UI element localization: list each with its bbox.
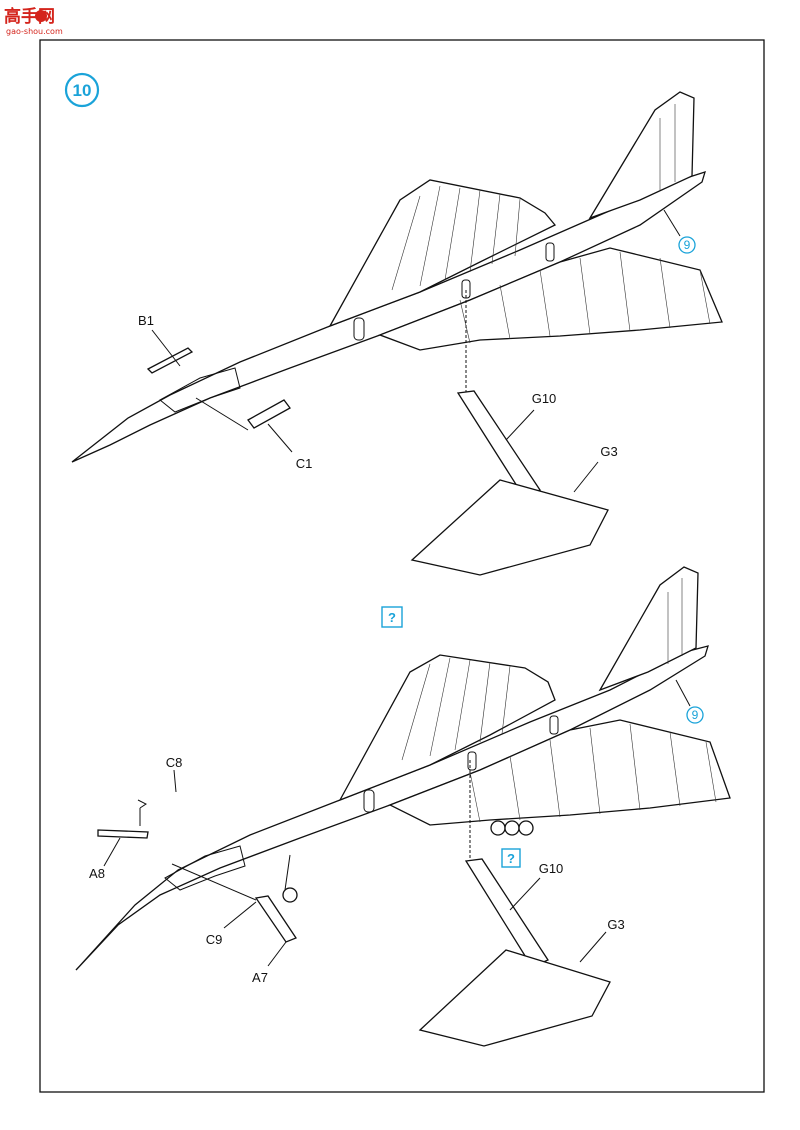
question-mark-text: ?	[388, 610, 396, 625]
bottom-aircraft	[75, 566, 731, 971]
bottom-label-c9: C9	[206, 932, 223, 947]
top-part-c1	[247, 399, 291, 429]
bottom-door-3	[549, 715, 559, 735]
question-mark-box: ?	[381, 606, 403, 628]
top-ref-number: 9	[684, 238, 691, 252]
top-ref-circle	[678, 236, 696, 254]
top-leader-b1	[151, 329, 181, 367]
bottom-wing-ribs	[401, 578, 717, 823]
bottom-ref-number: 9	[692, 708, 699, 722]
top-leader-c1	[267, 423, 293, 453]
top-leader-g10	[505, 409, 535, 441]
bottom-label-c8: C8	[166, 755, 183, 770]
bottom-leader-a7	[267, 941, 287, 967]
bottom-ref-leader	[675, 679, 691, 707]
bottom-leader-c9	[223, 901, 257, 929]
top-label-g3: G3	[600, 444, 617, 459]
top-ref-leader	[663, 209, 681, 237]
top-wing-upper	[328, 179, 557, 328]
bottom-wing-upper	[338, 654, 556, 802]
bottom-label-a8: A8	[89, 866, 105, 881]
step-badge: 10	[64, 72, 100, 108]
step-number: 10	[73, 81, 92, 100]
bottom-ref-circle	[686, 706, 704, 724]
watermark-url: gao-shou.com	[6, 27, 63, 36]
top-cockpit	[159, 367, 241, 413]
bottom-door	[363, 789, 375, 813]
bottom-label-g3: G3	[607, 917, 624, 932]
watermark-logo: 高手网 gao-shou.com	[4, 6, 63, 36]
bottom-door-2	[467, 751, 477, 771]
top-leader-g3	[573, 461, 599, 493]
bottom-part-a7	[254, 895, 297, 943]
top-stand-arm	[456, 390, 541, 498]
watermark-title: 高手网	[4, 6, 55, 27]
bottom-landing-gear	[282, 820, 534, 903]
bottom-cockpit	[164, 845, 246, 891]
top-label-b1: B1	[138, 313, 154, 328]
step-circle	[64, 72, 100, 108]
bottom-leader-a8	[103, 837, 121, 867]
bottom-leader-g10	[509, 877, 541, 911]
bottom-leader-a7-link	[171, 863, 257, 901]
question-mark-small-text: ?	[507, 851, 515, 866]
bottom-stand-arm	[464, 858, 549, 968]
bottom-part-a8	[97, 829, 149, 839]
top-door-3	[545, 242, 555, 262]
top-stand-base	[410, 479, 609, 576]
watermark-dot-icon	[35, 10, 47, 22]
bottom-leader-g3	[579, 931, 607, 963]
bottom-leader-c8	[173, 769, 177, 793]
bottom-label-g10: G10	[539, 861, 564, 876]
page-border	[39, 39, 765, 1093]
top-label-c1: C1	[296, 456, 313, 471]
top-part-b1	[146, 347, 194, 374]
bottom-label-a7: A7	[252, 970, 268, 985]
top-tail-fin	[588, 91, 695, 220]
bottom-tail-fin	[598, 566, 699, 692]
top-wing-ribs	[391, 104, 711, 344]
top-label-g10: G10	[532, 391, 557, 406]
top-aircraft	[71, 91, 723, 463]
top-leader-c1-b	[195, 397, 249, 431]
question-mark-box-small: ?	[501, 848, 521, 868]
bottom-stand-base	[418, 949, 611, 1047]
top-door	[353, 317, 365, 341]
bottom-part-c8	[137, 799, 147, 809]
